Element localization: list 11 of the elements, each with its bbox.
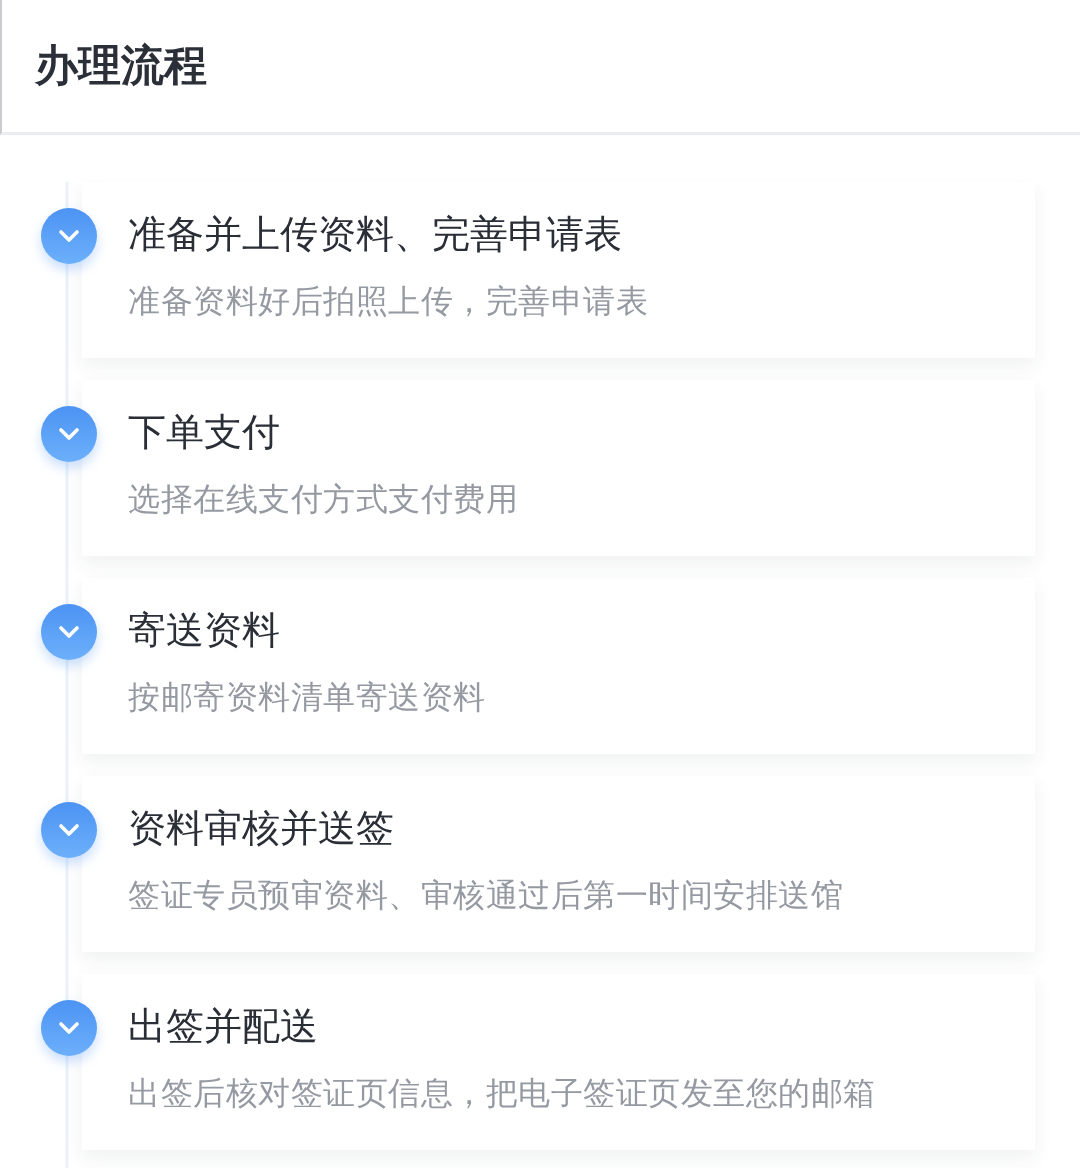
step-description: 出签后核对签证页信息，把电子签证页发至您的邮箱	[128, 1073, 876, 1114]
step-title: 资料审核并送签	[128, 805, 394, 852]
step-title: 下单支付	[128, 409, 280, 456]
section-title: 办理流程	[35, 39, 207, 92]
step-title: 寄送资料	[128, 607, 280, 654]
step-description: 按邮寄资料清单寄送资料	[128, 677, 486, 718]
step-description: 选择在线支付方式支付费用	[128, 479, 518, 520]
step-description: 准备资料好后拍照上传，完善申请表	[128, 281, 648, 322]
step-title: 准备并上传资料、完善申请表	[128, 211, 622, 258]
step-title: 出签并配送	[128, 1003, 318, 1050]
step-description: 签证专员预审资料、审核通过后第一时间安排送馆	[128, 875, 843, 916]
